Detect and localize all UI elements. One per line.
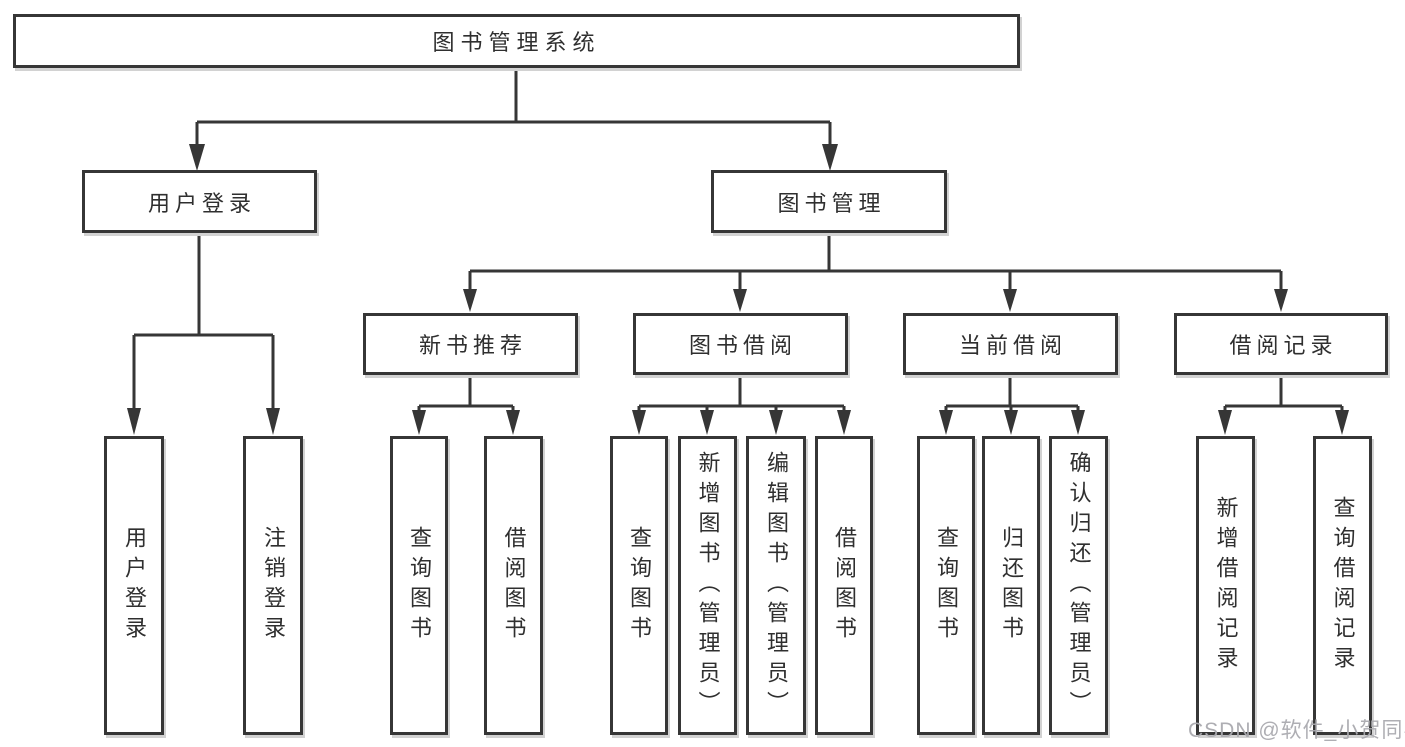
csdn-watermark: CSDN @软件_小贺同学 bbox=[1188, 719, 1405, 742]
leaf-query-books-borrow: 查询图书 bbox=[610, 436, 668, 735]
node-user-login: 用户登录 bbox=[82, 170, 317, 233]
leaf-user-login: 用户登录 bbox=[104, 436, 164, 735]
root-box-system-title: 图书管理系统 bbox=[13, 14, 1020, 68]
node-new-book-recommend: 新书推荐 bbox=[363, 313, 578, 375]
leaf-edit-books-admin: 编辑图书（管理员） bbox=[746, 436, 806, 735]
leaf-query-books-recommend: 查询图书 bbox=[390, 436, 448, 735]
leaf-query-borrow-record: 查询借阅记录 bbox=[1313, 436, 1372, 735]
leaf-return-books: 归还图书 bbox=[982, 436, 1040, 735]
node-book-management: 图书管理 bbox=[711, 170, 947, 233]
leaf-add-books-admin: 新增图书（管理员） bbox=[678, 436, 737, 735]
node-book-borrow: 图书借阅 bbox=[633, 313, 848, 375]
leaf-borrow-books: 借阅图书 bbox=[815, 436, 873, 735]
leaf-confirm-return-admin: 确认归还（管理员） bbox=[1049, 436, 1108, 735]
leaf-add-borrow-record: 新增借阅记录 bbox=[1196, 436, 1255, 735]
node-borrow-records: 借阅记录 bbox=[1174, 313, 1388, 375]
node-current-borrow: 当前借阅 bbox=[903, 313, 1118, 375]
leaf-query-books-current: 查询图书 bbox=[917, 436, 975, 735]
leaf-logout: 注销登录 bbox=[243, 436, 303, 735]
leaf-borrow-books-recommend: 借阅图书 bbox=[484, 436, 543, 735]
